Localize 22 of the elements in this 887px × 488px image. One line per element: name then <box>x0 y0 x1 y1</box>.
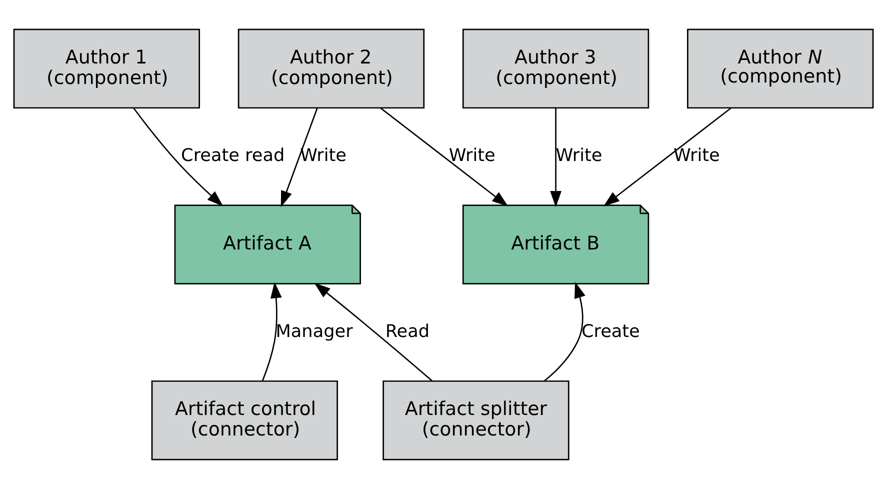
edge-label: Write <box>300 146 347 166</box>
node-box: Artifact splitter (connector) <box>382 380 570 460</box>
edge-label: Create <box>581 322 640 342</box>
arrow <box>380 106 508 206</box>
arrow <box>262 281 282 381</box>
arrow <box>314 282 432 381</box>
edge-label: Create read <box>181 146 285 166</box>
arrow <box>133 107 224 206</box>
edge-label: Write <box>448 146 496 166</box>
node-box: Author 3 (component) <box>462 28 650 108</box>
arrow <box>550 108 562 207</box>
edge-label: Write <box>556 146 602 166</box>
edge-label: Manager <box>276 322 353 342</box>
arrow <box>603 106 732 206</box>
arrow <box>280 107 318 207</box>
node-box: Author N (component) <box>687 28 874 108</box>
edge-label: Write <box>673 146 720 166</box>
arrow <box>544 281 586 382</box>
node-box: Author 2 (component) <box>238 28 425 108</box>
edge-label: Read <box>385 322 430 342</box>
node-box: Author 1 (component) <box>13 28 200 108</box>
node-box: Artifact control (connector) <box>151 380 338 460</box>
